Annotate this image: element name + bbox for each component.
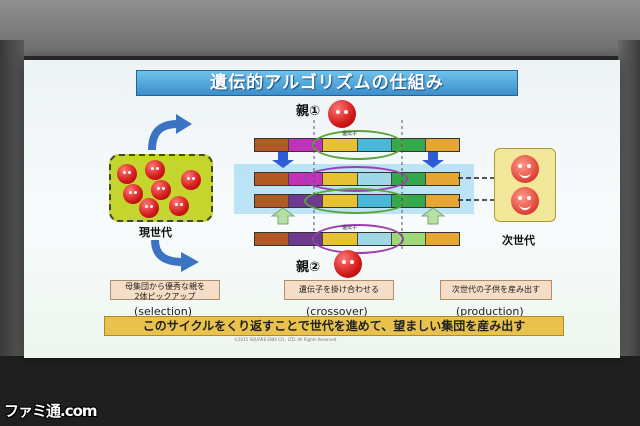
curved-arrow-up-icon (148, 114, 192, 151)
gene-segment (425, 139, 460, 151)
current-population-box (109, 154, 213, 222)
gene-label-top: 遺伝子 (342, 131, 358, 137)
gene-ellipse-top (312, 130, 404, 160)
individual (117, 164, 137, 184)
curved-arrow-down-icon (151, 240, 199, 272)
gene-ellipse-child2 (304, 188, 408, 214)
step-crossover: 遺伝子を掛け合わせる (284, 280, 394, 300)
room-floor (0, 356, 640, 426)
parent2-individual (334, 250, 362, 278)
step-production-en: (production) (456, 305, 524, 318)
child-links (458, 177, 496, 201)
crossover-lines (270, 120, 446, 250)
step-selection: 母集団から優秀な親を 2体ピックアップ (110, 280, 220, 301)
cycle-banner: このサイクルをくり返すことで世代を進めて、望ましい集団を産み出す (104, 316, 564, 336)
famitsu-logo: ファミ通.com (4, 402, 98, 420)
copyright: ©2015 SQUARE ENIX CO., LTD. All Rights R… (234, 337, 338, 342)
next-generation-label: 次世代 (502, 234, 535, 247)
individual (151, 180, 171, 200)
gene-segment (425, 233, 460, 245)
step-selection-en: (selection) (134, 305, 193, 318)
room-wall-left (0, 40, 24, 370)
gene-segment (255, 195, 290, 207)
room-wall-top (0, 0, 640, 56)
individual (145, 160, 165, 180)
step-production: 次世代の子供を産み出す (440, 280, 552, 300)
gene-segment (425, 195, 460, 207)
gene-label-bottom: 遺伝子 (342, 225, 358, 231)
individual (123, 184, 143, 204)
gene-segment (255, 173, 290, 185)
parent1-individual (328, 100, 356, 128)
slide-title: 遺伝的アルゴリズムの仕組み (136, 70, 518, 96)
child-individual (511, 187, 539, 215)
room-wall-right (618, 40, 640, 370)
parent2-label: 親② (296, 260, 321, 275)
gene-segment (255, 233, 290, 245)
next-generation-box (494, 148, 556, 222)
individual (139, 198, 159, 218)
current-generation-label: 現世代 (139, 226, 172, 239)
gene-segment (425, 173, 460, 185)
individual (169, 196, 189, 216)
individual (181, 170, 201, 190)
gene-segment (255, 139, 290, 151)
step-crossover-en: (crossover) (306, 305, 368, 318)
projection-screen: 遺伝的アルゴリズムの仕組み 現世代 親① 遺伝子 遺伝子 (24, 60, 620, 358)
parent1-label: 親① (296, 104, 321, 119)
gene-ellipse-bottom (312, 224, 404, 254)
child-individual (511, 155, 539, 183)
